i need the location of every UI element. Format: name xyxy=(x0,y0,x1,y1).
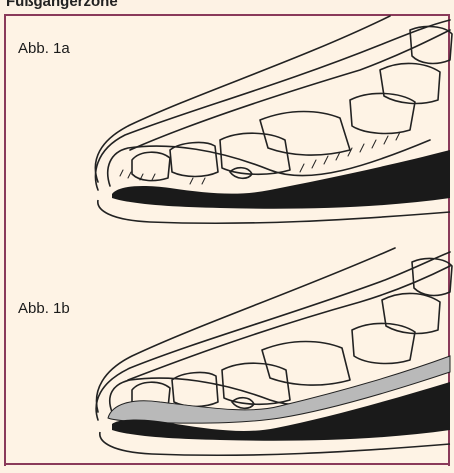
tarsal-3-1b xyxy=(412,259,452,296)
shoe-upper-1b xyxy=(96,252,450,420)
figure-label-1a: Abb. 1a xyxy=(18,40,70,57)
skin-outline-top-1b xyxy=(128,266,450,380)
tarsal-1-1b xyxy=(352,323,415,363)
toe-phalanx-2-1b xyxy=(172,373,218,407)
tarsal-2-1b xyxy=(382,293,440,333)
metatarsal-2-1b xyxy=(262,342,350,386)
figure-label-1b: Abb. 1b xyxy=(18,300,70,317)
metatarsal-1-1b xyxy=(222,363,290,404)
